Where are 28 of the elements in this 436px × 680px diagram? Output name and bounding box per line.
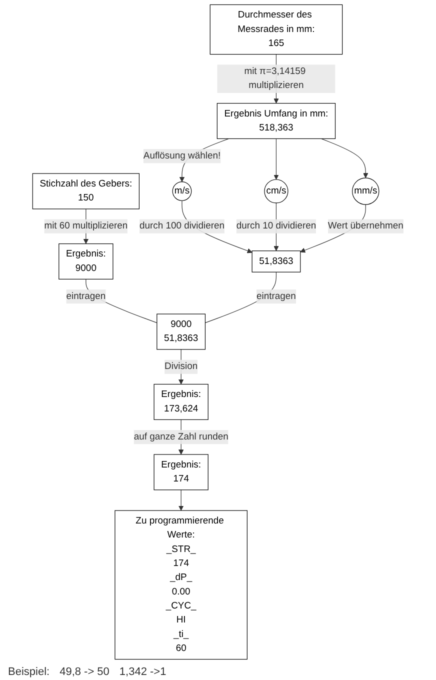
note-text: Beispiel: xyxy=(8,666,50,678)
edge-label: Auflösung wählen! xyxy=(143,150,221,161)
edge-label: eintragen xyxy=(256,291,296,302)
node-circle: m/s xyxy=(172,182,192,201)
edge-label: mit π=3,14159 multiplizieren xyxy=(244,66,306,91)
edge-label: eintragen xyxy=(66,291,106,302)
node-box: Stichzahl des Gebers: 150 xyxy=(32,173,140,210)
node-box: Ergebnis Umfang in mm: 518,363 xyxy=(216,103,336,139)
node-box: Ergebnis: 9000 xyxy=(58,243,114,280)
arrow xyxy=(321,138,368,178)
arrow xyxy=(178,490,184,511)
arrow xyxy=(274,138,279,180)
edge-label: durch 10 dividieren xyxy=(236,221,316,232)
node-circle: mm/s xyxy=(352,178,380,205)
note-text: 1,342 ->1 xyxy=(119,666,166,678)
node-box: Zu programmierende Werte: _STR_ 174 _dP_ 0.00 _CYC_ HI _ti_ 60 xyxy=(114,510,248,660)
node-box: 9000 51,8363 xyxy=(156,314,206,350)
node-circle: cm/s xyxy=(264,179,288,204)
edge-label: mit 60 multiplizieren xyxy=(44,221,128,232)
edge-label: durch 100 dividieren xyxy=(139,221,225,232)
node-box: 51,8363 xyxy=(252,250,301,272)
note-text: 49,8 -> 50 xyxy=(60,666,110,678)
edge-label: Wert übernehmen xyxy=(328,221,404,232)
node-box: Ergebnis: 174 xyxy=(154,454,208,490)
edge-label: Division xyxy=(164,362,198,372)
node-box: Ergebnis: 173,624 xyxy=(154,384,208,420)
node-box: Durchmesser des Messrades in mm: 165 xyxy=(210,4,343,55)
edge-label: auf ganze Zahl runden xyxy=(134,432,228,442)
